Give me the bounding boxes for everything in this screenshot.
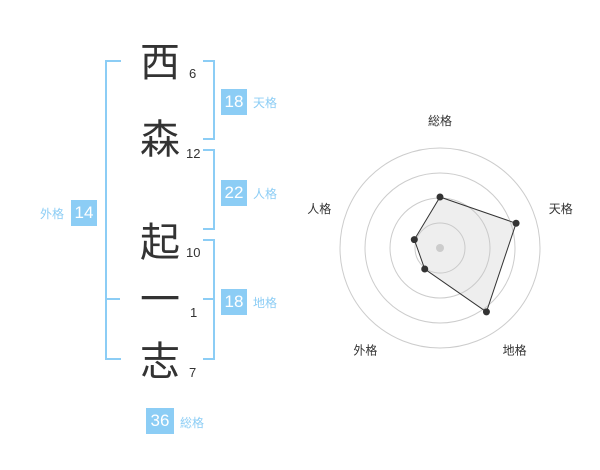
- name-char-3: 起: [140, 220, 180, 266]
- stroke-count-2: 12: [186, 146, 201, 161]
- radar-axis-label-2: 天格: [549, 201, 573, 216]
- radar-axis-label-1: 総格: [428, 113, 452, 128]
- tenkaku-value-badge: 18: [221, 89, 247, 115]
- tenkaku-label: 天格: [253, 96, 278, 110]
- chikaku-value-badge: 18: [221, 289, 247, 315]
- stroke-count-3: 10: [186, 245, 201, 260]
- radar-series-polygon: [413, 196, 517, 313]
- jinkaku-label: 人格: [253, 187, 278, 201]
- radar-center-dot: [436, 244, 444, 252]
- radar-ring-4: [339, 147, 541, 349]
- radar-point-3: [482, 308, 490, 316]
- radar-ring-3: [364, 172, 516, 324]
- name-char-2: 森: [140, 117, 180, 163]
- gaikaku-outer-bracket: [105, 60, 121, 360]
- radar-axis-label-3: 地格: [503, 343, 527, 358]
- radar-point-5: [410, 236, 418, 244]
- radar-point-4: [421, 265, 429, 273]
- stroke-count-5: 7: [189, 365, 197, 380]
- radar-axis-label-4: 外格: [353, 343, 377, 358]
- radar-point-2: [512, 219, 520, 227]
- jinkaku-value-badge: 22: [221, 180, 247, 206]
- stroke-count-4: 1: [190, 305, 198, 320]
- radar-axis-label-5: 人格: [307, 201, 331, 216]
- tenkaku-bracket: [203, 60, 215, 140]
- radar-ring-1: [414, 222, 466, 274]
- name-char-5: 志: [140, 339, 180, 385]
- gaikaku-label: 外格: [40, 207, 65, 221]
- chikaku-label: 地格: [253, 296, 278, 310]
- soukaku-label: 総格: [180, 416, 205, 430]
- jinkaku-bracket: [203, 149, 215, 230]
- name-char-1: 西: [140, 40, 180, 86]
- name-char-4: 一: [140, 277, 180, 323]
- radar-point-1: [436, 193, 444, 201]
- soukaku-value-badge: 36: [146, 408, 174, 434]
- gaikaku-value-badge: 14: [71, 200, 97, 226]
- stroke-count-1: 6: [189, 66, 197, 81]
